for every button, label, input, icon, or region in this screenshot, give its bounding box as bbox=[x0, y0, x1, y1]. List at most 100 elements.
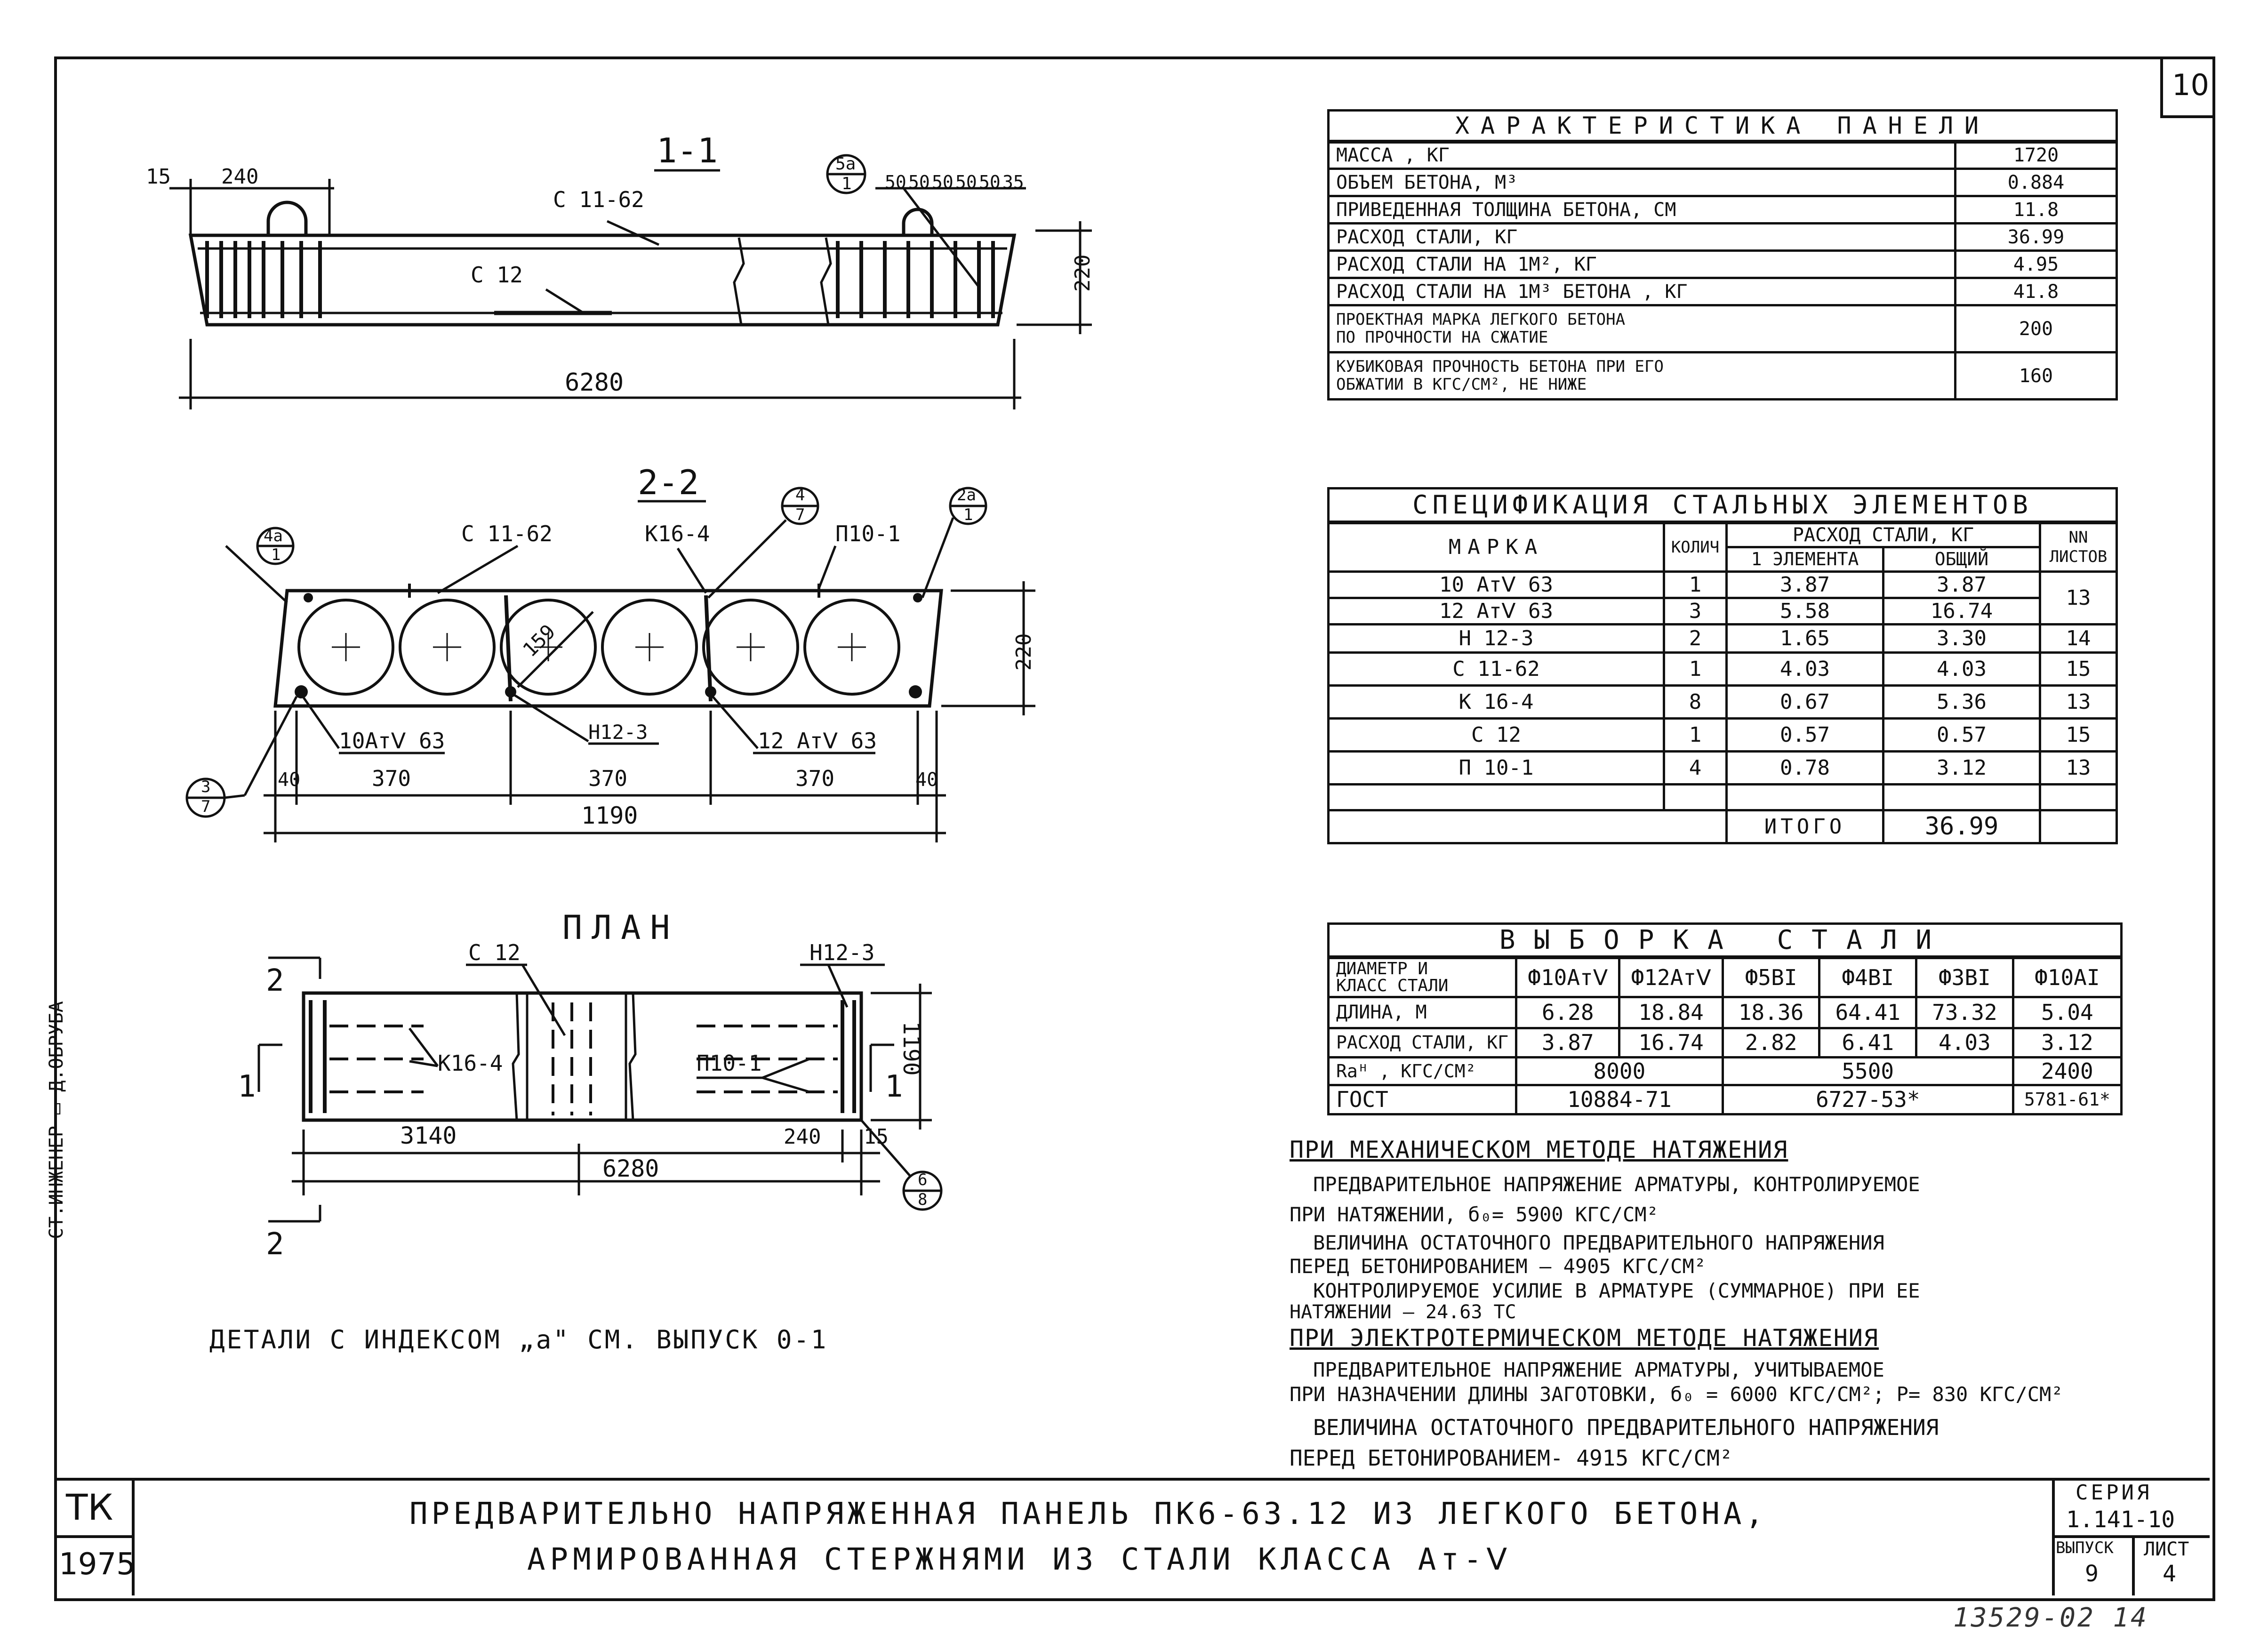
label-12atv63: 12 АтⅤ 63 bbox=[758, 728, 877, 753]
selection-title: ВЫБОРКА СТАЛИ bbox=[1327, 922, 2123, 959]
spec-mark-3: С 11-62 bbox=[1327, 651, 1665, 687]
spec-sheet-3: 15 bbox=[2039, 651, 2118, 687]
specification-table: СПЕЦИФИКАЦИЯ СТАЛЬНЫХ ЭЛЕМЕНТОВ МАРКА КО… bbox=[1327, 487, 2118, 844]
plan-outline bbox=[302, 991, 863, 1122]
drawings-svg: 1-1 С 12 С 11-62 15 bbox=[146, 131, 1095, 1262]
title-block-left-divider bbox=[54, 1535, 132, 1538]
sheet-number: 10 bbox=[2172, 68, 2209, 102]
spec-one-1: 5.58 bbox=[1725, 596, 1884, 625]
callout-3-top: 3 bbox=[201, 777, 210, 796]
label-c1162-sec2: С 11-62 bbox=[461, 521, 553, 546]
callout-2a-bot: 1 bbox=[963, 505, 973, 524]
section-2-2: 2-2 159 С 11-62 bbox=[185, 463, 1036, 842]
char-label-7: КУБИКОВАЯ ПРОЧНОСТЬ БЕТОНА ПРИ ЕГО ОБЖАТ… bbox=[1327, 351, 1956, 401]
spec-total-5: 0.57 bbox=[1882, 717, 2041, 753]
spec-sheet-6: 13 bbox=[2039, 750, 2118, 785]
spec-one-4: 0.67 bbox=[1725, 684, 1884, 720]
sel-length-0: 6.28 bbox=[1515, 995, 1621, 1029]
dim-240: 240 bbox=[221, 165, 258, 189]
sel-gost-0: 10884-71 bbox=[1515, 1083, 1724, 1115]
spec-total-value: 36.99 bbox=[1882, 809, 2041, 844]
dim-370-c: 370 bbox=[795, 766, 834, 791]
spec-sheet-0: 13 bbox=[2039, 570, 2118, 625]
series-label: СЕРИЯ bbox=[2076, 1481, 2152, 1505]
drawing-title-line-1: ПРЕДВАРИТЕЛЬНО НАПРЯЖЕННАЯ ПАНЕЛЬ ПК6-63… bbox=[409, 1497, 1767, 1531]
spec-sheet-2: 14 bbox=[2039, 623, 2118, 654]
label-n123: Н12-3 bbox=[588, 721, 648, 744]
char-value-0: 1720 bbox=[1954, 140, 2118, 170]
plan-view: ПЛАН С 12 Н12-3 К16-4 П10-1 2 bbox=[238, 908, 943, 1262]
dim-159: 159 bbox=[518, 620, 560, 661]
cut-mark-2-bottom: 2 bbox=[266, 1227, 284, 1262]
spec-sheet-4: 13 bbox=[2039, 684, 2118, 720]
sel-mass-5: 3.12 bbox=[2012, 1026, 2123, 1058]
sel-col-2: Ф5ВI bbox=[1721, 956, 1821, 998]
cut-mark-1-left: 1 bbox=[238, 1069, 256, 1104]
char-label-2: ПРИВЕДЕННАЯ ТОЛЩИНА БЕТОНА, СМ bbox=[1327, 195, 1956, 224]
section-outline bbox=[273, 589, 943, 708]
sel-mass-0: 3.87 bbox=[1515, 1026, 1621, 1058]
dim-40-right: 40 bbox=[915, 769, 938, 791]
spec-one-3: 4.03 bbox=[1725, 651, 1884, 687]
sel-length-label: ДЛИНА, М bbox=[1327, 995, 1518, 1029]
voids bbox=[297, 599, 900, 696]
sel-mass-1: 16.74 bbox=[1618, 1026, 1724, 1058]
label-c12-sec1: С 12 bbox=[471, 262, 523, 288]
char-label-4: РАСХОД СТАЛИ НА 1М², КГ bbox=[1327, 249, 1956, 279]
dim-220-sec2: 220 bbox=[1012, 633, 1036, 671]
series-number: 1.141-10 bbox=[2066, 1507, 2175, 1533]
spec-col-sheets: NN ЛИСТОВ bbox=[2039, 521, 2118, 573]
characteristics-title: ХАРАКТЕРИСТИКА ПАНЕЛИ bbox=[1327, 109, 2118, 144]
dim-50d: 50 bbox=[955, 172, 977, 192]
plan-title: ПЛАН bbox=[562, 908, 680, 947]
plan-label-p101: П10-1 bbox=[697, 1050, 761, 1076]
sel-length-2: 18.36 bbox=[1721, 995, 1821, 1029]
sel-length-5: 5.04 bbox=[2012, 995, 2123, 1029]
mech-line-3: ПЕРЕД БЕТОНИРОВАНИЕМ — 4905 КГС/СМ² bbox=[1290, 1255, 1707, 1278]
sheet-label: ЛИСТ bbox=[2144, 1539, 2189, 1560]
spec-total-2: 3.30 bbox=[1882, 623, 2041, 654]
elec-method-title: ПРИ ЭЛЕКТРОТЕРМИЧЕСКОМ МЕТОДЕ НАТЯЖЕНИЯ bbox=[1290, 1324, 1879, 1352]
spec-col-qty: КОЛИЧ bbox=[1663, 521, 1728, 573]
section-1-1: 1-1 С 12 С 11-62 15 bbox=[146, 131, 1095, 409]
spec-qty-1: 3 bbox=[1663, 596, 1728, 625]
spec-sheet-5: 15 bbox=[2039, 717, 2118, 753]
spec-one-5: 0.57 bbox=[1725, 717, 1884, 753]
elec-line-2: ВЕЛИЧИНА ОСТАТОЧНОГО ПРЕДВАРИТЕЛЬНОГО НА… bbox=[1313, 1415, 1939, 1440]
spec-mark-2: Н 12-3 bbox=[1327, 623, 1665, 654]
plan-dim-6280: 6280 bbox=[602, 1155, 659, 1182]
section-1-title: 1-1 bbox=[657, 131, 718, 170]
dim-50e: 50 bbox=[979, 172, 1001, 192]
spec-one-2: 1.65 bbox=[1725, 623, 1884, 654]
spec-mark-0: 10 АтⅤ 63 bbox=[1327, 570, 1665, 599]
label-c1162-sec1: С 11-62 bbox=[553, 187, 644, 212]
callout-4a-top: 4а bbox=[264, 527, 283, 545]
spec-col-total: ОБЩИЙ bbox=[1882, 545, 2041, 573]
mech-line-1: ПРИ НАТЯЖЕНИИ, б₀= 5900 КГС/СМ² bbox=[1290, 1203, 1659, 1226]
dim-50c: 50 bbox=[932, 172, 954, 192]
steel-selection-table: ВЫБОРКА СТАЛИ ДИАМЕТР И КЛАСС СТАЛИ Ф10А… bbox=[1327, 922, 2123, 1115]
issue-number: 9 bbox=[2085, 1561, 2099, 1587]
char-label-1: ОБЪЕМ БЕТОНА, М³ bbox=[1327, 168, 1956, 197]
mech-line-5: НАТЯЖЕНИИ — 24.63 ТС bbox=[1290, 1301, 1516, 1323]
drawing-frame bbox=[54, 56, 2215, 1601]
title-block bbox=[54, 1478, 2210, 1598]
cut-mark-1-right: 1 bbox=[885, 1069, 903, 1104]
sel-ra-1: 5500 bbox=[1721, 1056, 2014, 1086]
callout-6-top: 6 bbox=[918, 1170, 927, 1189]
details-note: ДЕТАЛИ С ИНДЕКСОМ „а" СМ. ВЫПУСК 0-1 bbox=[209, 1325, 828, 1354]
plan-dim-3140: 3140 bbox=[400, 1122, 457, 1149]
beam-outline bbox=[188, 233, 1017, 327]
spec-mark-4: К 16-4 bbox=[1327, 684, 1665, 720]
sel-ra-2: 2400 bbox=[2012, 1056, 2123, 1086]
char-value-3: 36.99 bbox=[1954, 222, 2118, 252]
char-label-3: РАСХОД СТАЛИ, КГ bbox=[1327, 222, 1956, 252]
year: 1975 bbox=[59, 1547, 136, 1582]
plan-dim-1190: 1190 bbox=[898, 1021, 924, 1076]
spec-total-6: 3.12 bbox=[1882, 750, 2041, 785]
mech-method-title: ПРИ МЕХАНИЧЕСКОМ МЕТОДЕ НАТЯЖЕНИЯ bbox=[1290, 1136, 1788, 1163]
spec-mark-1: 12 АтⅤ 63 bbox=[1327, 596, 1665, 625]
spec-qty-2: 2 bbox=[1663, 623, 1728, 654]
sel-gost-label: ГОСТ bbox=[1327, 1083, 1518, 1115]
